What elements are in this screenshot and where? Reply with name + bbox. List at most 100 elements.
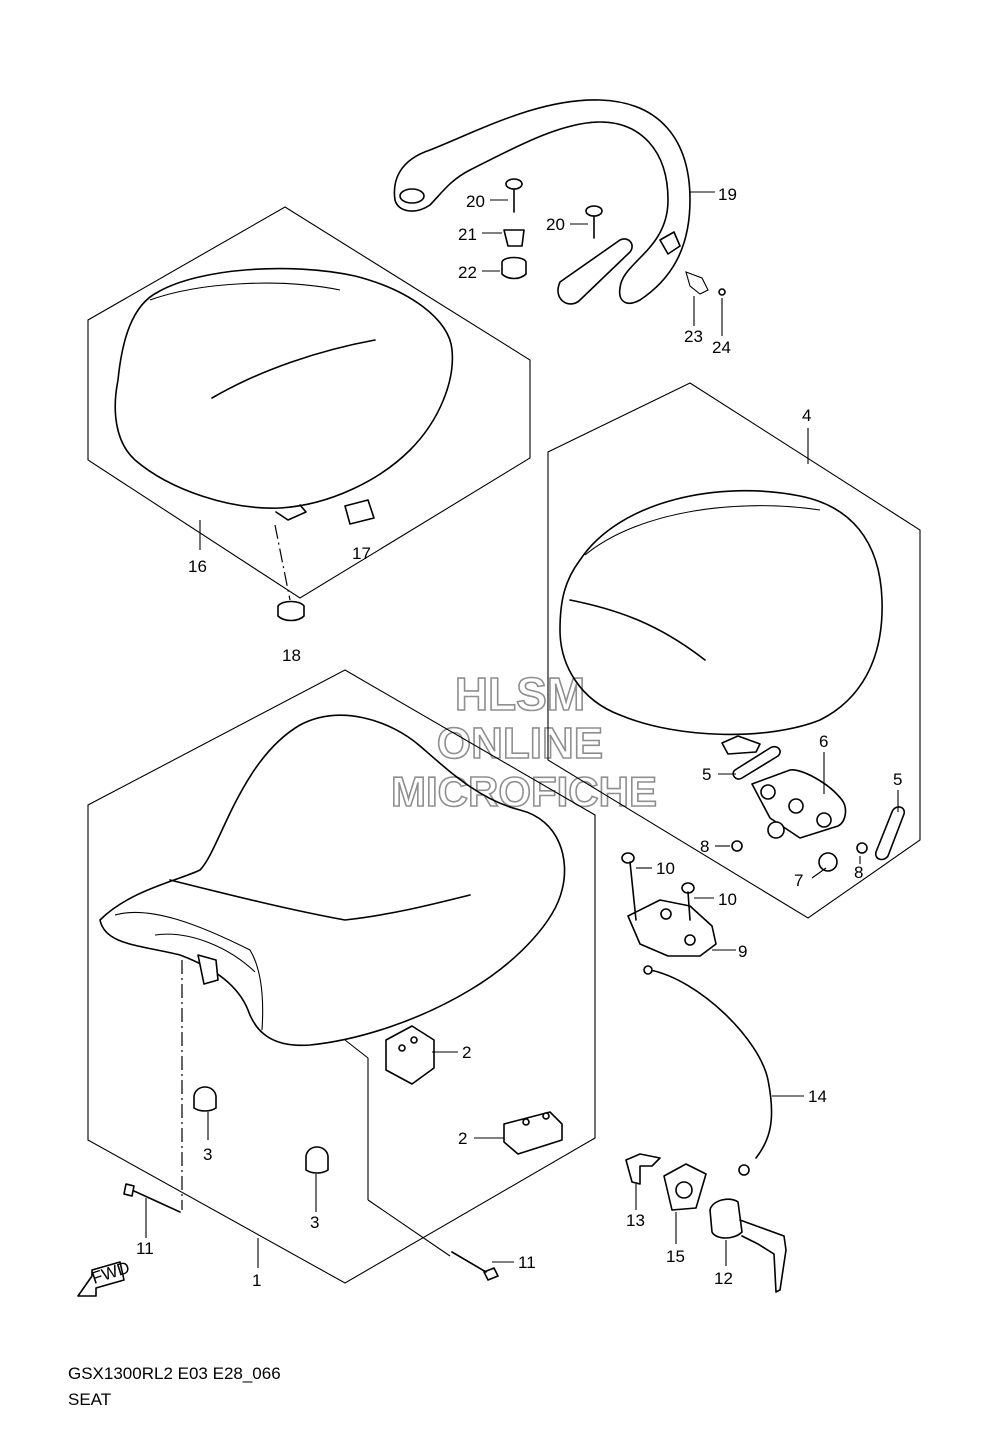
front-seat-rider-edge <box>114 911 264 1031</box>
callout-10-left: 10 <box>656 859 675 878</box>
part-21-collar <box>503 229 525 247</box>
part-13-clip <box>625 1153 661 1185</box>
callout-6: 6 <box>819 732 828 751</box>
callout-17: 17 <box>352 544 371 563</box>
callout-1: 1 <box>252 1271 261 1290</box>
rear-seat-group-box <box>547 382 921 919</box>
part-6-hole-2 <box>788 798 804 814</box>
pillion-seat-leader-18 <box>274 524 291 601</box>
front-seat-strap-diag <box>367 1199 451 1257</box>
part-15-plate-hole <box>675 1181 693 1199</box>
part-12-lock-cylinder <box>709 1198 743 1239</box>
callout-14: 14 <box>808 1087 827 1106</box>
part-14-cable-end-top <box>643 965 653 975</box>
part-20-bolt-rear <box>585 205 603 239</box>
fwd-arrow-icon <box>77 1261 125 1297</box>
part-14-release-cable <box>649 969 773 1159</box>
grab-rail-foot-rear <box>557 238 633 305</box>
front-seat-strap <box>344 1039 369 1059</box>
callout-21: 21 <box>458 225 477 244</box>
callout-19: 19 <box>718 185 737 204</box>
part-20-bolt-front <box>505 178 523 213</box>
part-12-key <box>739 1219 787 1293</box>
callout-15: 15 <box>666 1247 685 1266</box>
part-14-cable-end-bottom <box>738 1164 750 1176</box>
rear-seat-crease <box>569 599 706 661</box>
callout-3-lower: 3 <box>310 1213 319 1232</box>
part-18-grommet <box>277 600 305 622</box>
rear-seat-cushion <box>559 490 883 736</box>
part-10-bolt-right <box>681 882 695 921</box>
section-title: SEAT <box>68 1390 112 1409</box>
callout-12: 12 <box>714 1269 733 1288</box>
part-9-hole-2 <box>684 934 696 946</box>
part-22-grommet <box>501 256 527 280</box>
pillion-seat-group-box <box>87 206 531 599</box>
pillion-seat-crease <box>211 339 376 399</box>
part-6-hole-3 <box>816 812 832 828</box>
grab-rail-clip <box>659 231 681 255</box>
watermark-line-2: ONLINE <box>437 719 603 768</box>
pillion-seat-assembly <box>87 206 531 622</box>
part-23-bolt <box>685 271 709 295</box>
callout-8-right: 8 <box>854 863 863 882</box>
part-17-pad <box>344 499 375 525</box>
part-3-cushion-lower <box>305 1146 329 1174</box>
part-5-strip-left <box>732 745 781 780</box>
pillion-seat-cushion <box>114 267 454 509</box>
part-8-nut-right <box>856 842 868 854</box>
part-9-lock-bracket <box>627 899 717 957</box>
front-seat-cushion <box>99 714 566 1047</box>
callout-20-rear: 20 <box>546 215 565 234</box>
callout-23: 23 <box>684 327 703 346</box>
callout-10-right: 10 <box>718 890 737 909</box>
callout-3-upper: 3 <box>203 1145 212 1164</box>
callout-22: 22 <box>458 263 477 282</box>
fwd-arrow: FWD <box>77 1258 132 1297</box>
watermark-line-1: HLSM <box>455 668 585 720</box>
part-11-bolt-left <box>123 1183 181 1213</box>
part-5-strip-right <box>874 806 905 861</box>
model-code: GSX1300RL2 E03 E28_066 <box>68 1364 281 1383</box>
callout-5-right: 5 <box>893 770 902 789</box>
callout-numbers: 1 2 2 3 3 4 5 5 6 7 8 8 9 10 10 11 11 12… <box>136 185 902 1290</box>
watermark-line-3: MICROFICHE <box>391 768 657 815</box>
callout-24: 24 <box>712 338 731 357</box>
callout-2-lower: 2 <box>458 1129 467 1148</box>
grab-rail-mount-front <box>399 188 425 204</box>
part-7-nut-lower <box>818 852 838 872</box>
pillion-seat-edge <box>149 282 341 301</box>
part-24-washer <box>718 288 726 296</box>
part-11-bolt-right <box>451 1251 499 1281</box>
rear-seat-top-edge <box>584 505 821 556</box>
part-10-bolt-left <box>621 852 637 921</box>
part-3-cushion-upper <box>193 1086 217 1112</box>
rear-seat-assembly <box>547 382 921 919</box>
front-seat-crease <box>169 879 471 921</box>
part-6-hole-1 <box>760 784 776 800</box>
part-2-damper-lower <box>503 1111 563 1155</box>
leader-7 <box>811 867 827 879</box>
part-8-nut-left <box>731 840 743 852</box>
part-9-hole-1 <box>660 908 672 920</box>
callout-2-upper: 2 <box>462 1043 471 1062</box>
part-19-grab-rail <box>393 99 691 304</box>
watermark: HLSM ONLINE MICROFICHE <box>390 667 658 816</box>
front-seat-assembly <box>87 669 596 1284</box>
callout-5-left: 5 <box>702 765 711 784</box>
callout-11-right: 11 <box>518 1253 536 1272</box>
front-seat-handle-recess <box>154 933 256 973</box>
callout-11-left: 11 <box>136 1239 154 1258</box>
callout-18: 18 <box>282 646 301 665</box>
seat-lock-assembly <box>621 852 804 1293</box>
callout-16: 16 <box>188 557 207 576</box>
grab-rail-assembly <box>393 99 726 336</box>
rear-seat-tab <box>721 735 761 755</box>
callout-20-front: 20 <box>466 192 485 211</box>
callout-4: 4 <box>802 406 811 425</box>
part-2-damper-upper <box>385 1025 435 1085</box>
part-7-nut-upper <box>767 821 785 839</box>
callout-7: 7 <box>794 871 803 890</box>
pillion-seat-hook <box>275 504 307 521</box>
